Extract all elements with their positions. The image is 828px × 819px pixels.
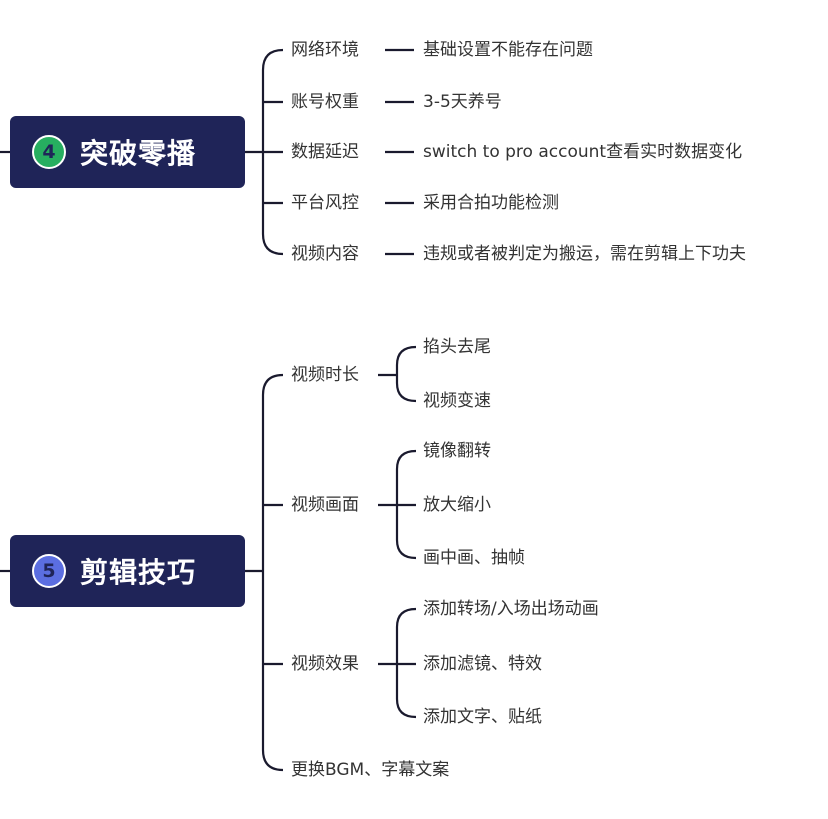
detail-platform-risk[interactable]: 采用合拍功能检测	[423, 193, 559, 213]
branch-video-content[interactable]: 视频内容	[291, 244, 359, 264]
number-badge-4: 4	[32, 135, 66, 169]
branch-bgm[interactable]: 更换BGM、字幕文案	[291, 760, 450, 780]
branch-data-delay[interactable]: 数据延迟	[291, 142, 359, 162]
leaf-filter[interactable]: 添加滤镜、特效	[423, 654, 542, 674]
branch-network[interactable]: 网络环境	[291, 40, 359, 60]
leaf-zoom[interactable]: 放大缩小	[423, 495, 491, 515]
leaf-text-sticker[interactable]: 添加文字、贴纸	[423, 707, 542, 727]
detail-account-weight[interactable]: 3-5天养号	[423, 92, 502, 112]
leaf-trim[interactable]: 掐头去尾	[423, 337, 491, 357]
detail-network[interactable]: 基础设置不能存在问题	[423, 40, 593, 60]
section-4-hub[interactable]: 4 突破零播	[10, 116, 245, 188]
leaf-mirror[interactable]: 镜像翻转	[423, 441, 491, 461]
branch-account-weight[interactable]: 账号权重	[291, 92, 359, 112]
leaf-pip[interactable]: 画中画、抽帧	[423, 548, 525, 568]
section-5-title: 剪辑技巧	[80, 556, 197, 589]
detail-video-content[interactable]: 违规或者被判定为搬运，需在剪辑上下功夫	[423, 244, 746, 264]
branch-video-duration[interactable]: 视频时长	[291, 365, 359, 385]
section-4-title: 突破零播	[80, 137, 197, 170]
branch-video-effects[interactable]: 视频效果	[291, 654, 359, 674]
bracket-5-1	[395, 345, 417, 403]
section-5-hub[interactable]: 5 剪辑技巧	[10, 535, 245, 607]
number-badge-5: 5	[32, 554, 66, 588]
leaf-transition[interactable]: 添加转场/入场出场动画	[423, 599, 599, 619]
bracket-5	[261, 373, 284, 772]
leaf-speed[interactable]: 视频变速	[423, 391, 491, 411]
branch-video-frame[interactable]: 视频画面	[291, 495, 359, 515]
branch-platform-risk[interactable]: 平台风控	[291, 193, 359, 213]
detail-data-delay[interactable]: switch to pro account查看实时数据变化	[423, 142, 743, 162]
